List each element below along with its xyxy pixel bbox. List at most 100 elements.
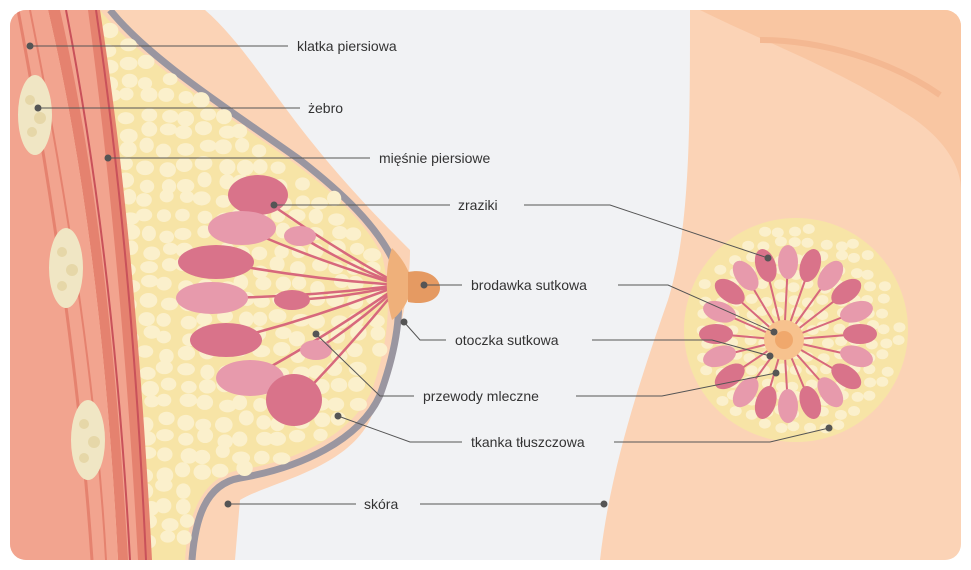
- fat-cell: [836, 241, 848, 251]
- label-rib: żebro: [308, 100, 343, 116]
- fat-cell: [862, 270, 874, 280]
- fat-cell: [256, 415, 271, 429]
- fat-cell: [893, 335, 905, 345]
- fat-cell: [864, 377, 876, 387]
- fat-cell: [156, 331, 171, 344]
- fat-cell: [199, 379, 216, 393]
- fat-cell: [138, 55, 155, 69]
- fat-cell: [328, 398, 345, 412]
- fat-cell: [180, 191, 194, 203]
- fat-cell: [181, 316, 197, 329]
- fat-cell: [178, 433, 193, 446]
- fat-cell: [118, 112, 135, 124]
- fat-cell: [200, 365, 214, 380]
- fat-cell: [155, 479, 172, 492]
- fat-cell: [194, 450, 210, 464]
- fat-cell: [328, 213, 345, 225]
- label-pectoral-muscles: mięśnie piersiowe: [379, 150, 490, 166]
- fat-cell: [200, 140, 217, 152]
- fat-cell: [139, 367, 156, 380]
- fat-cell: [160, 530, 175, 542]
- fat-cell: [140, 293, 158, 308]
- fat-cell: [237, 160, 254, 176]
- fat-cell: [177, 363, 195, 375]
- fat-cell: [848, 253, 860, 263]
- fat-cell: [138, 312, 154, 326]
- fat-cell: [350, 243, 364, 255]
- fat-cell: [160, 190, 174, 203]
- fat-cell: [876, 309, 888, 319]
- fat-cell: [215, 139, 232, 154]
- fat-cell: [372, 343, 387, 357]
- fat-cell: [175, 462, 190, 477]
- fat-cell: [254, 451, 270, 465]
- lobule: [190, 323, 262, 357]
- fat-cell: [363, 248, 381, 261]
- fat-cell: [821, 240, 833, 250]
- fat-cell: [371, 326, 386, 340]
- fat-cell: [156, 429, 174, 441]
- fat-cell: [157, 447, 172, 461]
- fat-cell: [864, 281, 876, 291]
- fat-cell: [177, 415, 194, 431]
- fat-cell: [345, 227, 361, 240]
- fat-cell: [269, 309, 287, 323]
- fat-cell: [772, 227, 784, 237]
- fat-cell: [161, 298, 178, 311]
- lobule: [178, 245, 254, 279]
- fat-cell: [156, 313, 170, 327]
- fat-cell: [255, 277, 271, 291]
- fat-cell: [159, 162, 175, 177]
- fat-cell: [878, 294, 890, 304]
- fat-cell: [273, 452, 291, 464]
- fat-cell: [295, 177, 310, 190]
- fat-cell: [331, 378, 348, 392]
- fat-cell: [142, 226, 156, 241]
- fat-cell: [180, 514, 194, 528]
- fat-cell: [716, 396, 728, 406]
- fat-cell: [851, 268, 863, 278]
- fat-cell: [192, 92, 209, 108]
- lobule: [176, 282, 248, 314]
- fat-cell: [350, 398, 367, 411]
- fat-cell: [163, 243, 178, 255]
- fat-cell: [160, 123, 177, 135]
- fat-cell: [311, 197, 328, 209]
- fat-cell: [122, 74, 138, 88]
- fat-cell: [332, 226, 347, 239]
- label-skin: skóra: [364, 496, 398, 512]
- fat-cell: [253, 159, 268, 174]
- fat-cell: [271, 161, 286, 173]
- fat-cell: [176, 158, 193, 172]
- fat-cell: [193, 191, 211, 205]
- fat-cell: [162, 110, 178, 123]
- fat-cell: [863, 391, 875, 401]
- fat-cell: [175, 209, 190, 222]
- rib-cross-section: [71, 400, 105, 480]
- fat-cell: [822, 338, 834, 348]
- fat-cell: [136, 160, 154, 175]
- fat-cell: [296, 195, 310, 208]
- label-lobules: zraziki: [458, 197, 498, 213]
- fat-cell: [161, 378, 177, 391]
- fat-cell: [327, 191, 341, 207]
- fat-cell: [141, 381, 159, 397]
- fat-cell: [158, 88, 174, 102]
- fat-cell: [212, 464, 229, 478]
- fat-cell: [158, 412, 174, 425]
- label-nipple: brodawka sutkowa: [471, 277, 587, 293]
- fat-cell: [157, 394, 172, 407]
- fat-cell: [289, 430, 305, 442]
- fat-cell: [175, 125, 192, 139]
- fat-cell: [143, 247, 160, 261]
- fat-cell: [177, 111, 194, 127]
- fat-cell: [197, 428, 213, 443]
- fat-cell: [176, 499, 191, 515]
- fat-cell: [177, 530, 192, 545]
- fat-cell: [232, 395, 247, 410]
- fat-cell: [156, 361, 173, 374]
- fat-cell: [196, 395, 213, 410]
- lobule: [228, 175, 288, 215]
- fat-cell: [775, 423, 787, 433]
- fat-cell: [193, 464, 210, 480]
